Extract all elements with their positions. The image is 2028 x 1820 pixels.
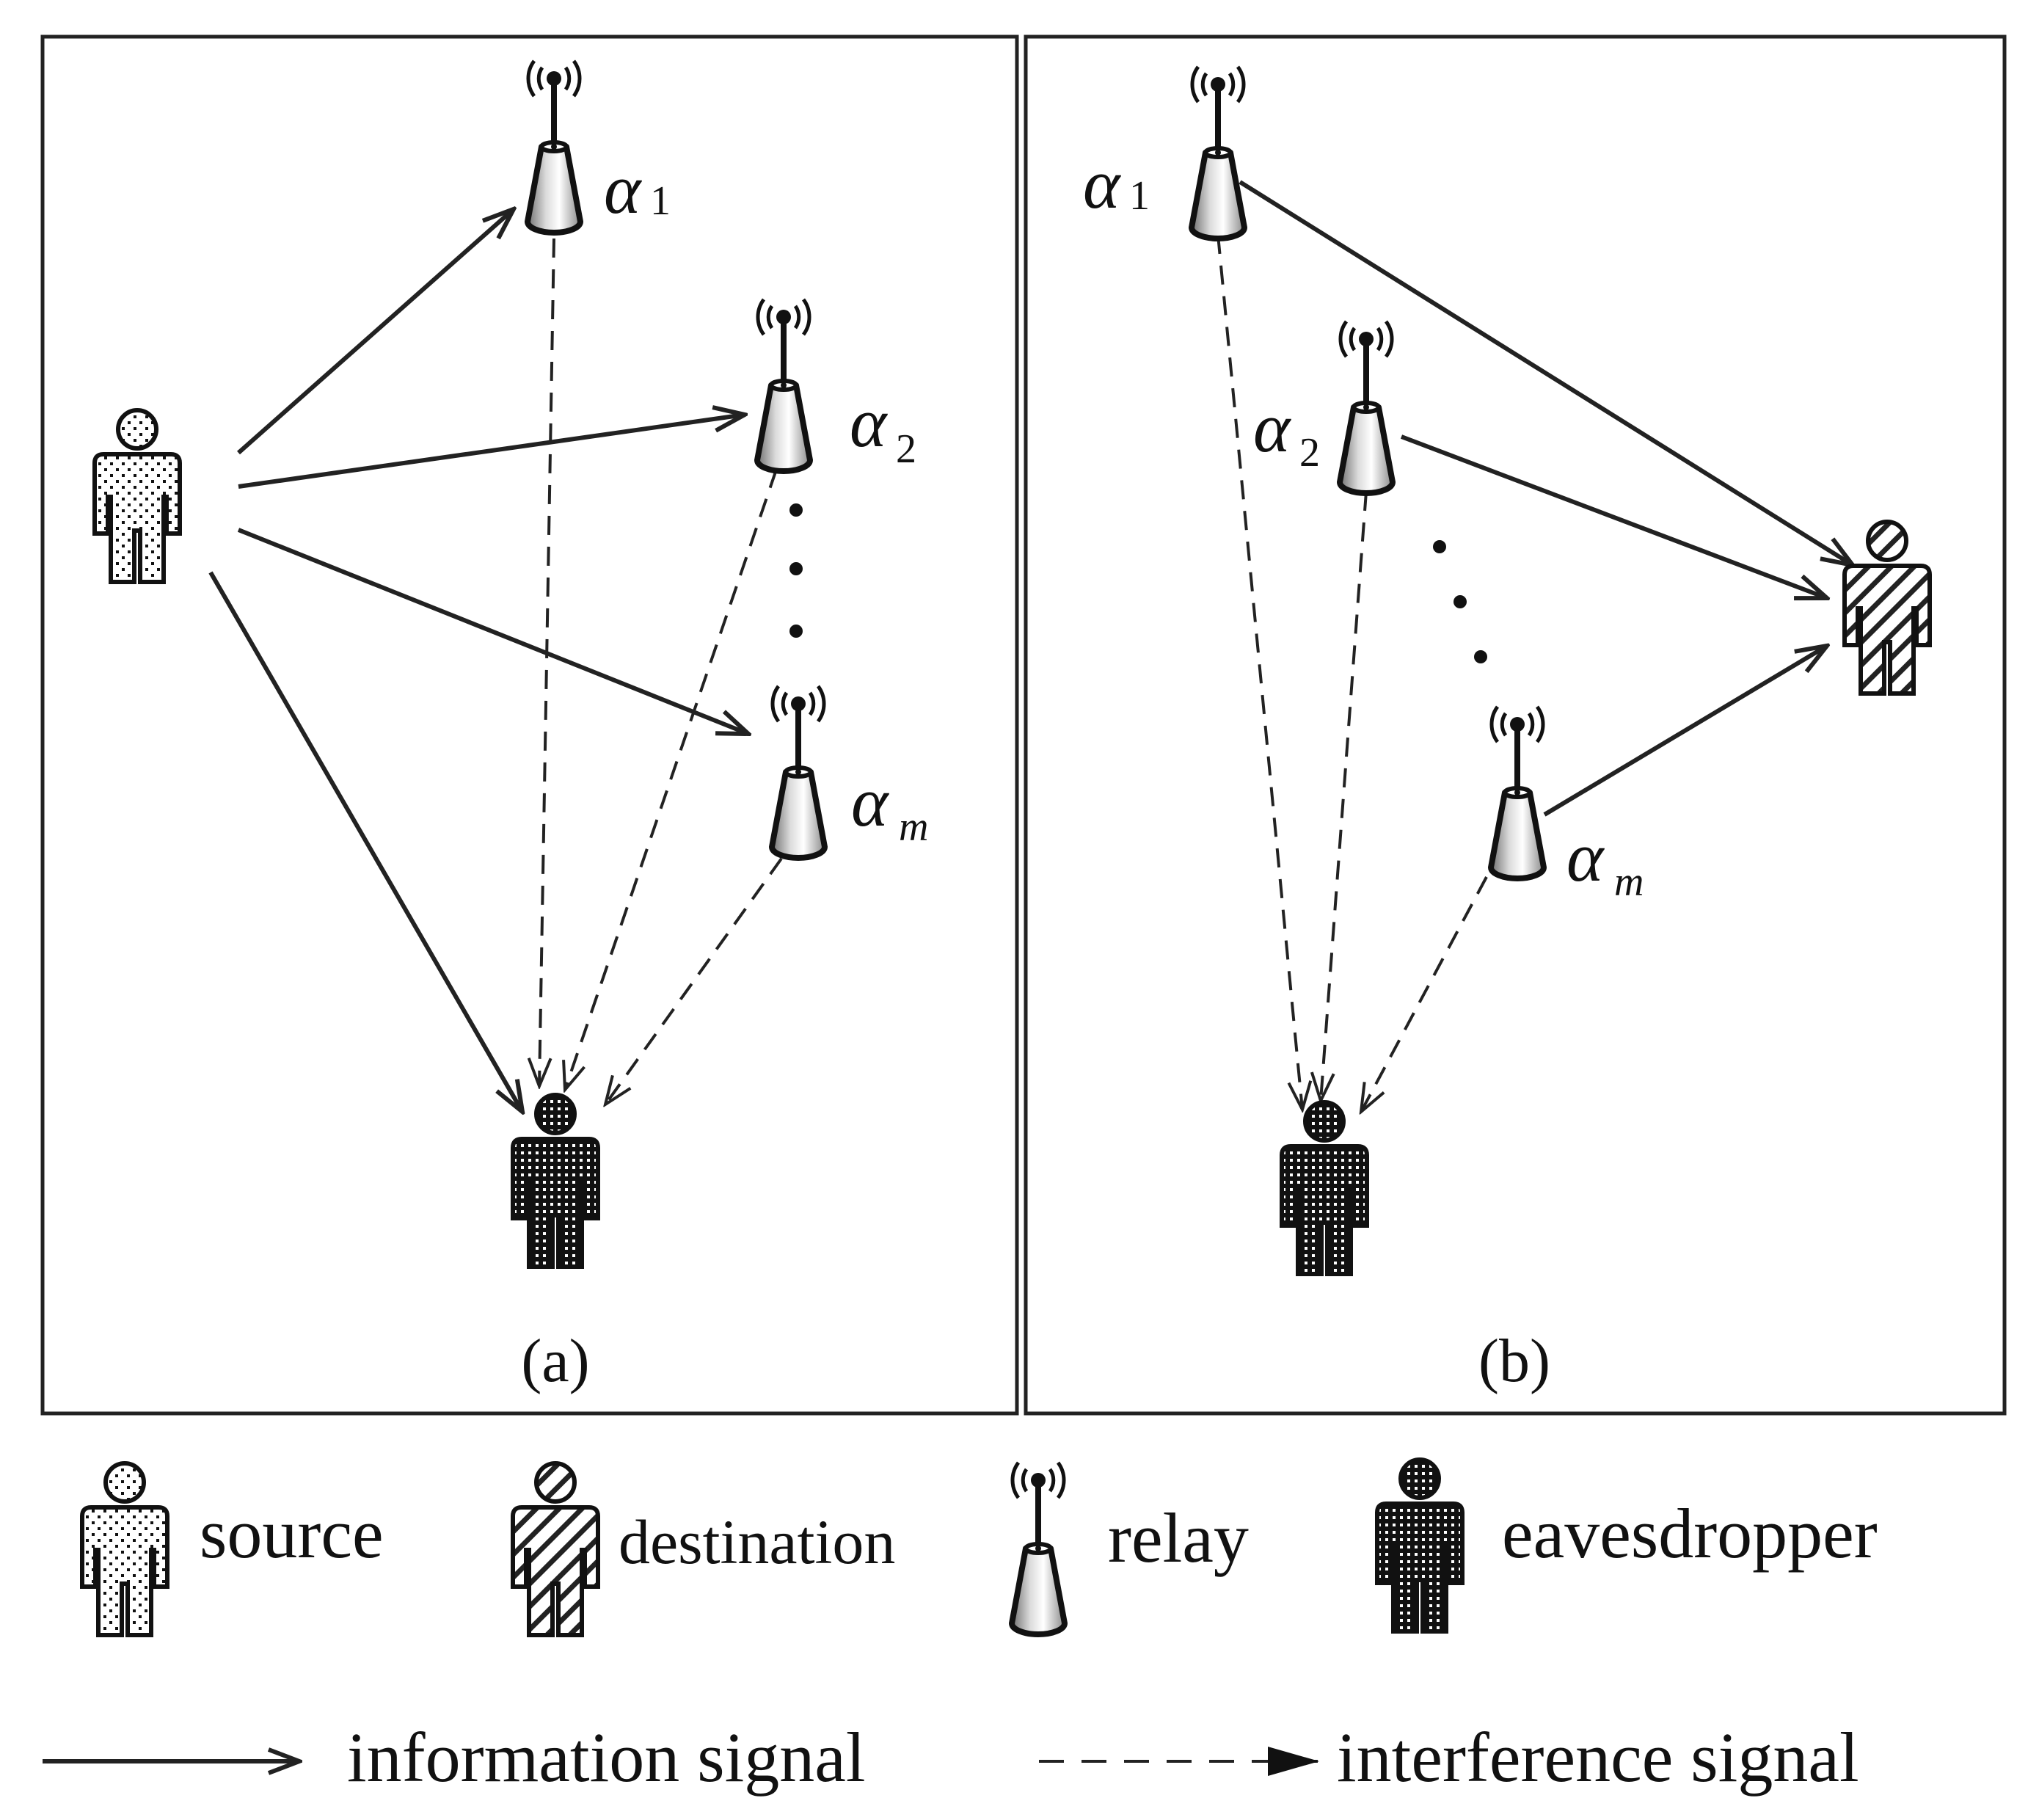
info-arrow-relay-1-to-destination [1239, 180, 1853, 565]
ellipsis-dot [1433, 540, 1446, 553]
relay-label-subscript: m [1614, 859, 1644, 905]
legend-destination-label: destination [619, 1507, 895, 1577]
ellipsis-dot [789, 625, 803, 638]
legend-information-signal-label: information signal [347, 1718, 866, 1797]
interference-arrow-relay-2-to-eavesdropper [1321, 491, 1368, 1101]
relay-label-name: α [604, 150, 642, 228]
legend: source destination relay eavesdropper in… [43, 1460, 1878, 1797]
relay-label-name: α [850, 383, 888, 462]
relay-label-subscript: 2 [1299, 430, 1320, 476]
source-user-icon [95, 410, 180, 582]
panel-a-information-arrows [208, 209, 748, 1112]
legend-relay-label: relay [1108, 1499, 1249, 1577]
panel-b-relay-dots [1433, 540, 1487, 663]
panel-a-caption: (a) [521, 1327, 589, 1395]
panel-a: α 1 α 2 α m (a) [40, 34, 1019, 1416]
interference-arrow-relay-m-to-eavesdropper [1361, 876, 1488, 1112]
panel-a-interference-arrows [539, 238, 783, 1104]
legend-eavesdropper-label: eavesdropper [1502, 1494, 1878, 1573]
interference-arrow-relay-2-to-eavesdropper [565, 469, 778, 1090]
relay-label-name: α [1083, 145, 1121, 223]
relay-icon [1192, 67, 1244, 239]
ellipsis-dot [789, 562, 803, 575]
relay-label-subscript: 2 [896, 426, 916, 472]
panel-a-frame [40, 34, 1019, 1416]
relay-icon [772, 686, 825, 858]
info-arrow-source-to-relay-2 [238, 415, 745, 489]
destination-user-icon [1845, 522, 1930, 694]
destination-user-icon [513, 1463, 598, 1635]
relay-icon [1491, 707, 1544, 878]
legend-interference-signal-label: interference signal [1337, 1718, 1859, 1797]
panel-b-caption: (b) [1478, 1327, 1550, 1395]
info-arrow-source-to-eavesdropper [208, 571, 522, 1112]
eavesdropper-user-icon [1377, 1460, 1462, 1631]
relay-icon [1340, 321, 1393, 493]
panel-b-interference-arrows [1217, 234, 1488, 1112]
ellipsis-dot [1474, 650, 1487, 663]
relay-label-subscript: 1 [650, 178, 671, 224]
info-arrow-source-to-relay-1 [237, 209, 514, 455]
relay-label-subscript: m [899, 804, 928, 850]
interference-arrow-relay-1-to-eavesdropper [1217, 234, 1302, 1110]
relay-label-name: α [851, 762, 889, 841]
ellipsis-dot [789, 503, 803, 517]
info-arrow-relay-2-to-destination [1400, 434, 1827, 598]
eavesdropper-user-icon [1282, 1102, 1367, 1274]
relay-icon [528, 61, 580, 233]
info-arrow-relay-m-to-destination [1543, 646, 1827, 817]
panel-b-information-arrows [1239, 180, 1853, 817]
info-arrow-source-to-relay-m [237, 528, 748, 734]
relay-icon [1012, 1463, 1065, 1634]
panel-b: α 1 α 2 α m (b) [1024, 34, 2007, 1416]
interference-arrow-relay-m-to-eavesdropper [605, 857, 783, 1104]
panel-a-relay-dots [789, 503, 803, 638]
relay-label-name: α [1566, 818, 1605, 896]
ellipsis-dot [1453, 595, 1467, 608]
panel-b-frame [1024, 34, 2007, 1416]
relay-label-subscript: 1 [1129, 173, 1150, 219]
legend-source-label: source [200, 1494, 384, 1573]
interference-arrow-relay-1-to-eavesdropper [539, 238, 555, 1086]
relay-label-name: α [1253, 388, 1291, 467]
source-user-icon [82, 1463, 167, 1635]
eavesdropper-user-icon [513, 1095, 598, 1267]
relay-icon [757, 299, 810, 471]
